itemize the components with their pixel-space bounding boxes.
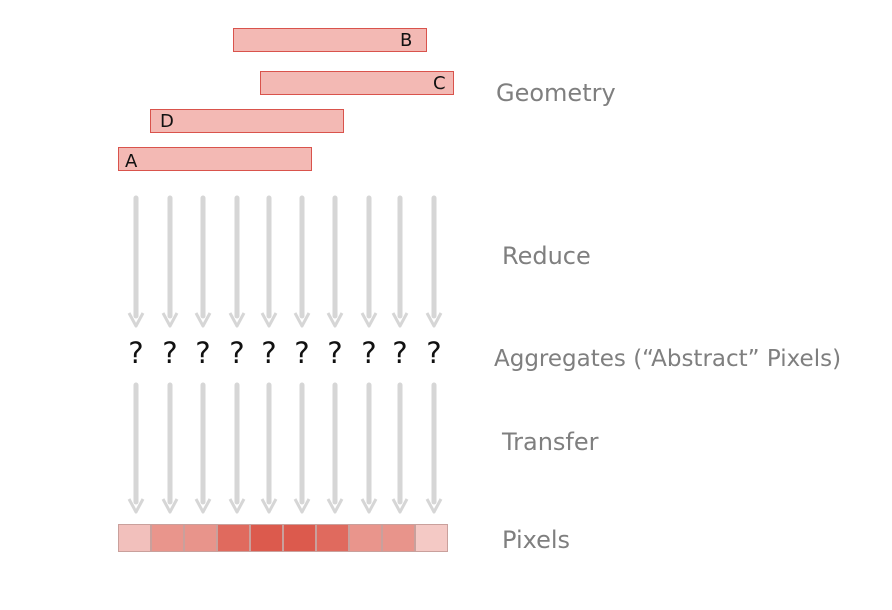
geometry-bar-a: A [118, 147, 312, 172]
transfer-arrow-2 [161, 382, 179, 514]
reduce-arrow-5 [260, 195, 278, 328]
transfer-arrow-3 [194, 382, 212, 514]
pixel-cell-4 [217, 524, 250, 552]
stage-label-pixels: Pixels [502, 526, 571, 554]
pixel-cell-6 [283, 524, 316, 552]
stage-label-geometry: Geometry [496, 79, 616, 107]
pixel-cell-5 [250, 524, 283, 552]
pixel-cell-7 [316, 524, 349, 552]
aggregate-unknown-1: ? [128, 336, 144, 370]
aggregate-unknown-4: ? [229, 336, 245, 370]
stage-label-aggregates: Aggregates (“Abstract” Pixels) [494, 346, 842, 372]
aggregate-unknown-8: ? [361, 336, 377, 370]
stage-label-transfer: Transfer [502, 428, 599, 456]
pixel-cell-1 [118, 524, 151, 552]
pixel-cell-3 [184, 524, 217, 552]
reduce-arrow-8 [360, 195, 378, 328]
reduce-arrow-10 [425, 195, 443, 328]
bar-label-b: B [400, 30, 413, 51]
aggregate-unknown-9: ? [392, 336, 408, 370]
transfer-arrow-10 [425, 382, 443, 514]
bar-label-d: D [160, 111, 174, 132]
reduce-arrow-9 [391, 195, 409, 328]
reduce-arrow-4 [228, 195, 246, 328]
reduce-arrow-1 [127, 195, 145, 328]
geometry-bar-d: D [150, 109, 344, 133]
reduce-arrow-6 [293, 195, 311, 328]
bar-label-a: A [125, 151, 138, 172]
bar-label-c: C [433, 73, 446, 94]
reduce-arrow-2 [161, 195, 179, 328]
transfer-arrow-4 [228, 382, 246, 514]
transfer-arrow-7 [326, 382, 344, 514]
geometry-bar-b: B [233, 28, 427, 52]
pixel-cell-9 [382, 524, 415, 552]
aggregate-unknown-3: ? [195, 336, 211, 370]
pixel-cell-10 [415, 524, 448, 552]
reduce-arrow-3 [194, 195, 212, 328]
aggregate-unknown-10: ? [426, 336, 442, 370]
pixel-cell-8 [349, 524, 382, 552]
pixel-cell-2 [151, 524, 184, 552]
transfer-arrow-1 [127, 382, 145, 514]
aggregate-unknown-6: ? [294, 336, 310, 370]
geometry-bar-c: C [260, 71, 454, 95]
transfer-arrow-6 [293, 382, 311, 514]
aggregate-unknown-7: ? [327, 336, 343, 370]
reduce-arrow-7 [326, 195, 344, 328]
aggregate-unknown-5: ? [261, 336, 277, 370]
transfer-arrow-8 [360, 382, 378, 514]
aggregate-unknown-2: ? [162, 336, 178, 370]
transfer-arrow-5 [260, 382, 278, 514]
stage-label-reduce: Reduce [502, 242, 591, 270]
transfer-arrow-9 [391, 382, 409, 514]
